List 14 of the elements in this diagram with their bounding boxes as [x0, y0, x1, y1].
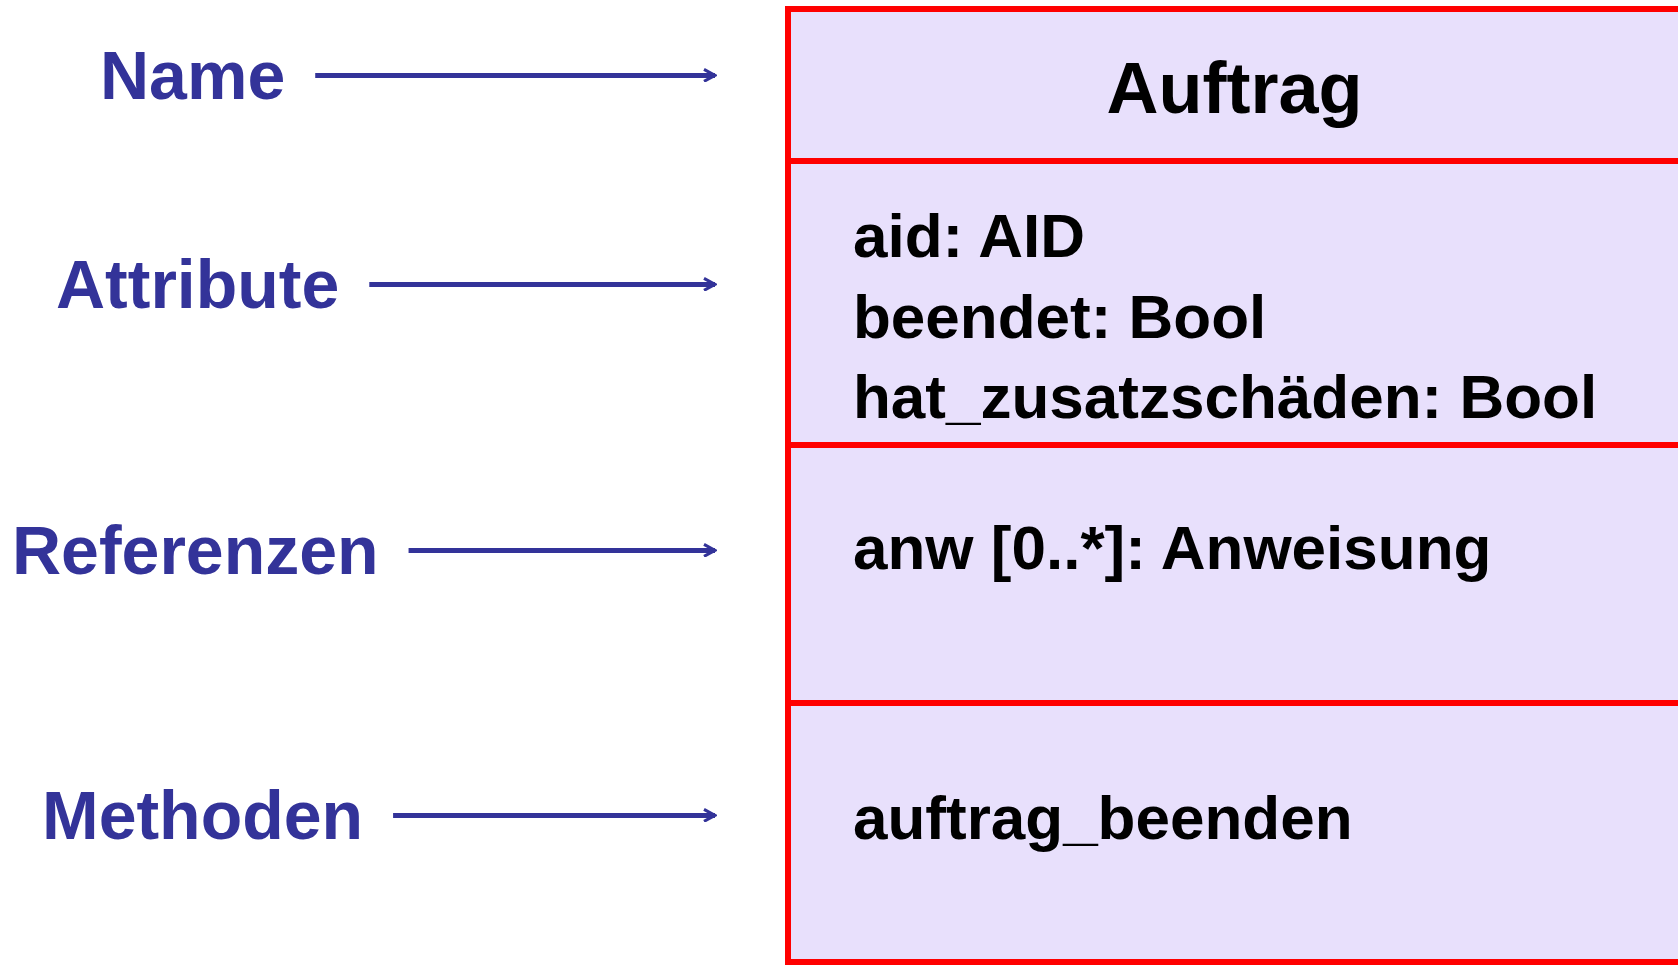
class-name: Auftrag	[1106, 47, 1363, 130]
annotation-label: Attribute	[56, 247, 340, 322]
arrow	[393, 807, 717, 823]
annotation-label: Name	[100, 38, 286, 113]
annotation-label: Methoden	[42, 778, 364, 853]
member-text: auftrag_beenden	[853, 782, 1353, 854]
member-text: aid: AID	[853, 200, 1085, 272]
arrow	[315, 67, 717, 83]
member-text: anw [0..*]: Anweisung	[853, 512, 1492, 584]
arrow	[369, 276, 717, 292]
member-text: hat_zusatzschäden: Bool	[853, 361, 1598, 434]
arrow	[408, 542, 717, 558]
annotation-label: Referenzen	[12, 513, 379, 588]
member-text: beendet: Bool	[853, 280, 1267, 353]
